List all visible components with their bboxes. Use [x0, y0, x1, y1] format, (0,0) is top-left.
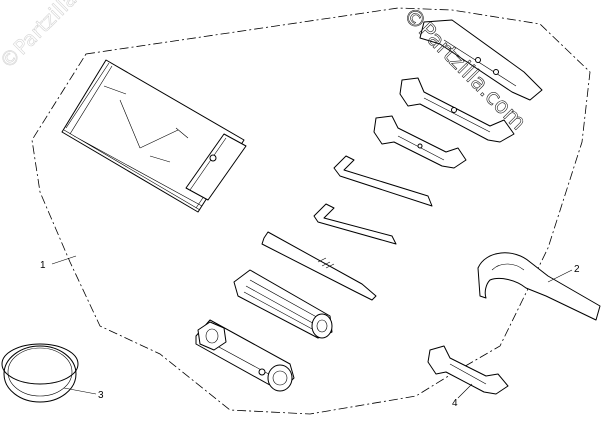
small-open-wrench — [427, 345, 509, 395]
leader-line-1 — [51, 255, 77, 265]
callout-2: 2 — [574, 264, 580, 275]
spark-plug-spanner — [195, 319, 295, 392]
hook-spanner — [477, 252, 601, 321]
hex-key-large — [333, 155, 433, 207]
leader-line-4 — [457, 383, 473, 399]
tool-bag — [61, 59, 247, 213]
combination-wrench-medium — [399, 77, 515, 143]
screwdriver-shaft — [261, 231, 377, 301]
rubber-ring — [1, 343, 79, 403]
box-wrench-large — [419, 19, 543, 101]
leader-line-3 — [63, 387, 97, 395]
callout-4: 4 — [452, 398, 458, 409]
screwdriver-handle — [233, 269, 333, 339]
combination-wrench-small — [373, 115, 467, 169]
hex-key-small — [313, 203, 397, 245]
watermark-faint: ©Partzilla.com — [0, 0, 116, 74]
callout-3: 3 — [98, 390, 104, 401]
tool-kit-boundary — [31, 7, 591, 415]
leader-line-2 — [547, 269, 573, 283]
callout-1: 1 — [40, 260, 46, 271]
